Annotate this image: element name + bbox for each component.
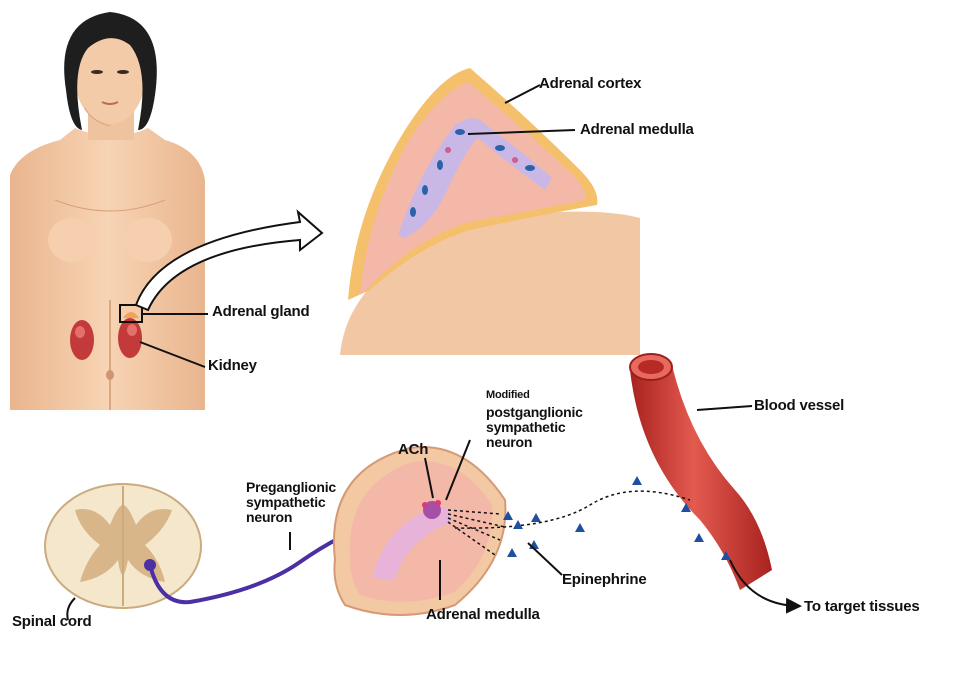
label-modified: Modified: [486, 389, 530, 401]
label-adrenal-gland: Adrenal gland: [212, 303, 310, 320]
label-epinephrine: Epinephrine: [562, 571, 647, 588]
label-adrenal-medulla-top: Adrenal medulla: [580, 121, 694, 138]
human-figure: [10, 12, 205, 410]
epinephrine-release: [447, 490, 691, 556]
label-neuron-top: neuron: [486, 434, 533, 450]
label-preganglionic: Preganglionic: [246, 479, 336, 495]
label-sympathetic-top: sympathetic: [486, 419, 566, 435]
label-sympathetic-bottom: sympathetic: [246, 494, 326, 510]
label-to-target-tissues: To target tissues: [804, 598, 920, 615]
epinephrine-molecules: [503, 476, 731, 560]
label-adrenal-medulla-bottom: Adrenal medulla: [426, 606, 540, 623]
kidney-left-icon: [70, 320, 94, 360]
zoom-arrow: [134, 209, 324, 312]
label-spinal-cord: Spinal cord: [12, 613, 92, 630]
blood-vessel: [629, 353, 772, 590]
spinal-cord-section: [44, 483, 202, 609]
label-blood-vessel: Blood vessel: [754, 397, 845, 414]
label-postganglionic: postganglionic: [486, 404, 583, 420]
kidney-right-icon: [118, 312, 142, 358]
label-ach: ACh: [398, 441, 429, 458]
adrenal-section-bottom: [333, 446, 507, 616]
label-adrenal-cortex: Adrenal cortex: [539, 75, 642, 92]
label-kidney: Kidney: [208, 357, 257, 374]
adrenal-gland-section: [340, 68, 640, 355]
label-neuron-bottom: neuron: [246, 509, 293, 525]
